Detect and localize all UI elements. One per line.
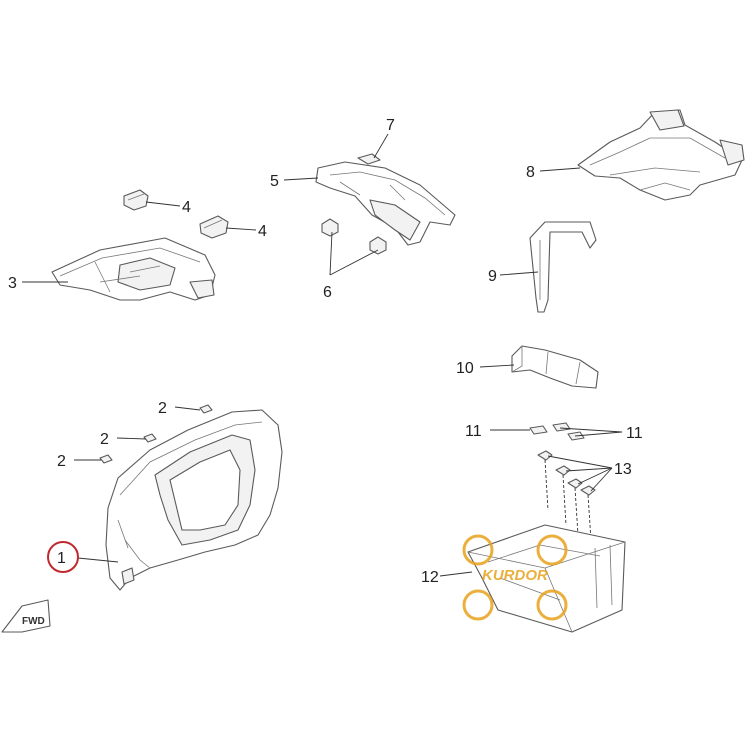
- callout-5[interactable]: 5: [270, 173, 279, 190]
- callout-4-left[interactable]: 4: [182, 199, 191, 216]
- part-7-clip: [357, 153, 381, 165]
- fwd-label: FWD: [22, 616, 45, 627]
- fwd-arrow-icon: FWD: [1, 599, 51, 633]
- callout-3[interactable]: 3: [8, 275, 17, 292]
- part-4-clip-b: [199, 215, 229, 239]
- callout-4-right[interactable]: 4: [258, 223, 267, 240]
- part-4-clip-a: [123, 189, 149, 211]
- part-11-plate-b: [552, 422, 571, 432]
- leader-lines: [22, 133, 623, 577]
- callout-7[interactable]: 7: [386, 117, 395, 134]
- part-6-nut-a: [321, 218, 339, 237]
- callout-9[interactable]: 9: [488, 268, 497, 285]
- callout-11-left[interactable]: 11: [465, 423, 482, 440]
- callout-10[interactable]: 10: [456, 360, 474, 377]
- callout-1[interactable]: 1: [57, 550, 66, 567]
- part-9-strap: [529, 221, 597, 313]
- callout-2-top[interactable]: 2: [158, 400, 167, 417]
- part-6-nut-b: [369, 236, 387, 255]
- callout-6[interactable]: 6: [323, 284, 332, 301]
- watermark-text: KURDOR: [482, 567, 548, 584]
- part-11-plate-a: [529, 425, 548, 435]
- part-2-screw-c: [99, 454, 113, 464]
- callout-2-middle[interactable]: 2: [100, 431, 109, 448]
- watermark-logo: KURDOR: [462, 534, 568, 621]
- part-8-floor-tray: [577, 109, 745, 201]
- part-2-screw-a: [199, 404, 213, 414]
- callout-12[interactable]: 12: [421, 569, 439, 586]
- part-3-front-cover: [51, 237, 216, 301]
- highlight-circle: [47, 541, 79, 573]
- part-13-bolts: [537, 450, 596, 541]
- callout-2-bottom[interactable]: 2: [57, 453, 66, 470]
- part-5-dash-cover: [315, 161, 456, 246]
- callout-13[interactable]: 13: [614, 461, 632, 478]
- part-12-battery-box: [467, 524, 626, 633]
- callout-11-right[interactable]: 11: [626, 425, 643, 442]
- part-1-side-panel: [105, 409, 283, 591]
- callout-8[interactable]: 8: [526, 164, 535, 181]
- part-2-screw-b: [143, 433, 157, 443]
- part-10-block: [511, 345, 599, 389]
